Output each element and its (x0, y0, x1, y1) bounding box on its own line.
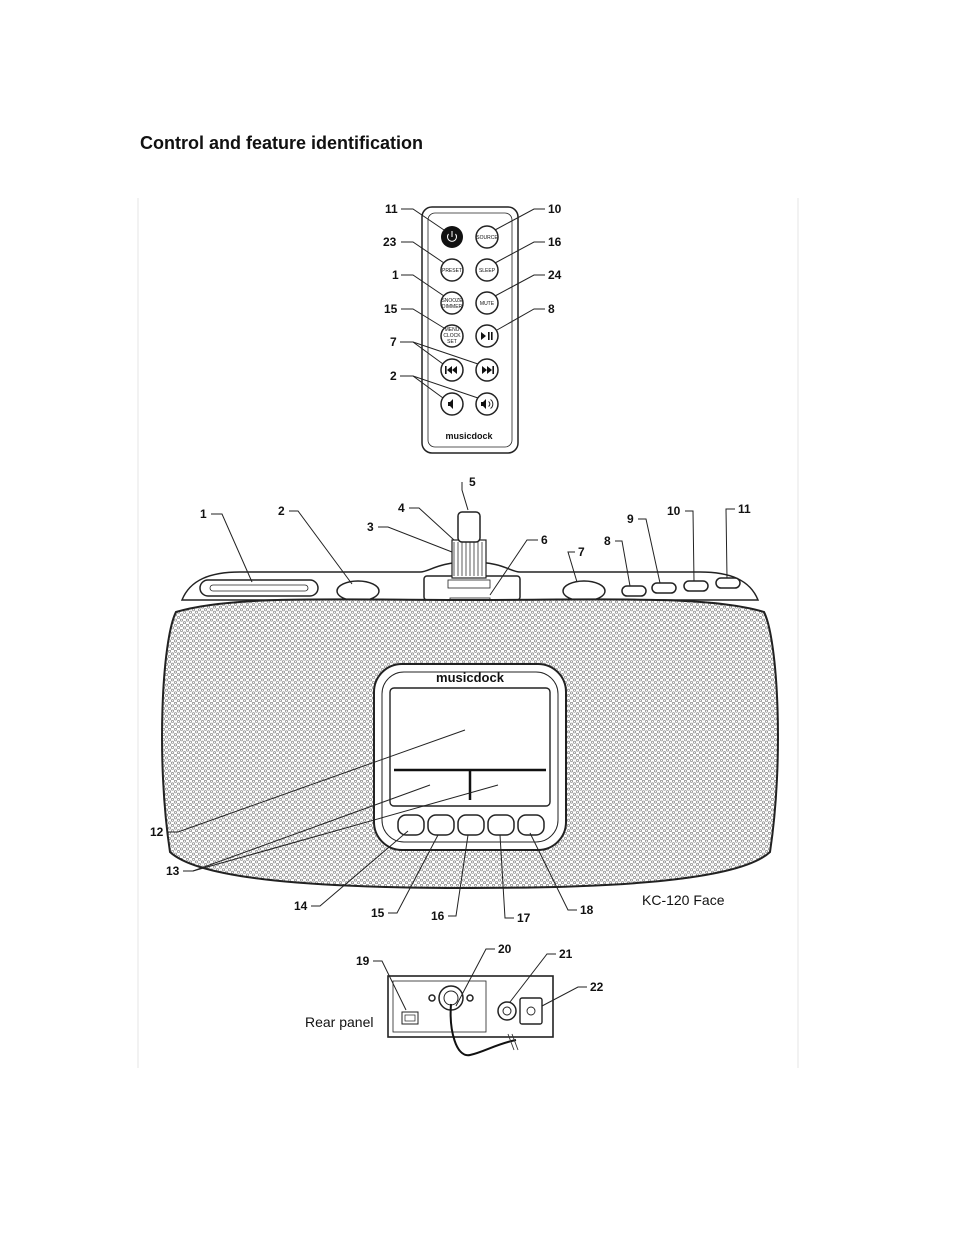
remote-control: SOURCE PRESET SLEEP SNOOZE DIMMER MUTE M… (421, 206, 519, 454)
snooze-dimmer-button (440, 291, 464, 315)
face-callout-3: 3 (367, 520, 374, 534)
clock-label: CLOCK (443, 333, 461, 339)
rear-callout-19: 19 (356, 954, 370, 968)
play-pause-button (475, 324, 499, 348)
rear-callout-22: 22 (590, 980, 604, 994)
face-caption: KC-120 Face (642, 892, 725, 908)
volume-down-icon (448, 399, 453, 409)
face-callout-1: 1 (200, 507, 207, 521)
play-pause-icon (481, 332, 486, 340)
face-callout-10: 10 (667, 504, 681, 518)
preset-button (440, 258, 464, 282)
remote-brand: musicdock (445, 431, 493, 441)
face-brand: musicdock (436, 670, 505, 685)
remote-callout-23: 23 (383, 235, 397, 249)
source-label: SOURCE (476, 235, 498, 241)
top-key-10 (683, 580, 709, 592)
front-button-17 (487, 814, 515, 836)
face-callout-5: 5 (469, 475, 476, 489)
face-callout-2: 2 (278, 504, 285, 518)
front-button-18 (517, 814, 545, 836)
remote-callout-24: 24 (548, 268, 562, 282)
face-callout-15: 15 (371, 906, 385, 920)
source-button (475, 225, 499, 249)
snooze-label: SNOOZE (441, 298, 463, 304)
section-heading: Control and feature identification (140, 133, 424, 153)
volume-up-icon (481, 399, 486, 409)
remote-callout-10: 10 (548, 202, 562, 216)
mute-button (475, 291, 499, 315)
lcd-display (389, 687, 551, 807)
sleep-button (475, 258, 499, 282)
face-callout-6: 6 (541, 533, 548, 547)
rear-callout-20: 20 (498, 942, 512, 956)
remote-callout-2: 2 (390, 369, 397, 383)
top-key-9 (651, 582, 677, 594)
face-callout-16: 16 (431, 909, 445, 923)
rear-panel (387, 975, 554, 1057)
remote-callout-16: 16 (548, 235, 562, 249)
face-callout-17: 17 (517, 911, 531, 925)
front-button-14 (397, 814, 425, 836)
preset-label: PRESET (442, 268, 462, 274)
remote-callout-15: 15 (384, 302, 398, 316)
rear-callouts: 19 20 21 22 Rear panel (305, 942, 604, 1030)
volume-down-pad (336, 580, 380, 602)
top-key-8 (621, 585, 647, 597)
next-track-icon (482, 366, 487, 374)
unit-face: musicdock (161, 511, 779, 890)
rear-caption: Rear panel (305, 1014, 374, 1030)
mute-label: MUTE (480, 301, 495, 307)
face-callout-12: 12 (150, 825, 164, 839)
face-callout-18: 18 (580, 903, 594, 917)
face-callout-7: 7 (578, 545, 585, 559)
remote-callout-7: 7 (390, 335, 397, 349)
usb-port (401, 1011, 419, 1025)
previous-track-icon (445, 366, 447, 374)
face-callout-11: 11 (738, 502, 751, 516)
rear-callout-21: 21 (559, 947, 573, 961)
set-label: SET (447, 339, 457, 345)
face-callout-8: 8 (604, 534, 611, 548)
antenna-wire (449, 1003, 517, 1057)
dimmer-label: DIMMER (442, 304, 463, 310)
sleep-label: SLEEP (479, 268, 496, 274)
menu-clock-set-button (440, 324, 464, 348)
remote-callout-8: 8 (548, 302, 555, 316)
front-button-15 (427, 814, 455, 836)
top-key-11 (715, 577, 741, 589)
face-callouts: 1 2 3 4 5 6 7 8 9 10 11 12 13 14 15 16 1… (150, 475, 751, 925)
volume-up-button (475, 392, 499, 416)
front-button-16 (457, 814, 485, 836)
dock-adapter (451, 539, 487, 579)
remote-callouts: 11 10 23 16 1 24 15 8 7 2 (383, 202, 562, 399)
remote-callout-1: 1 (392, 268, 399, 282)
menu-label: MENU (445, 327, 460, 333)
face-callout-9: 9 (627, 512, 634, 526)
face-callout-14: 14 (294, 899, 308, 913)
face-callout-4: 4 (398, 501, 405, 515)
volume-up-pad (562, 580, 606, 602)
remote-callout-11: 11 (385, 202, 398, 216)
face-callout-13: 13 (166, 864, 180, 878)
